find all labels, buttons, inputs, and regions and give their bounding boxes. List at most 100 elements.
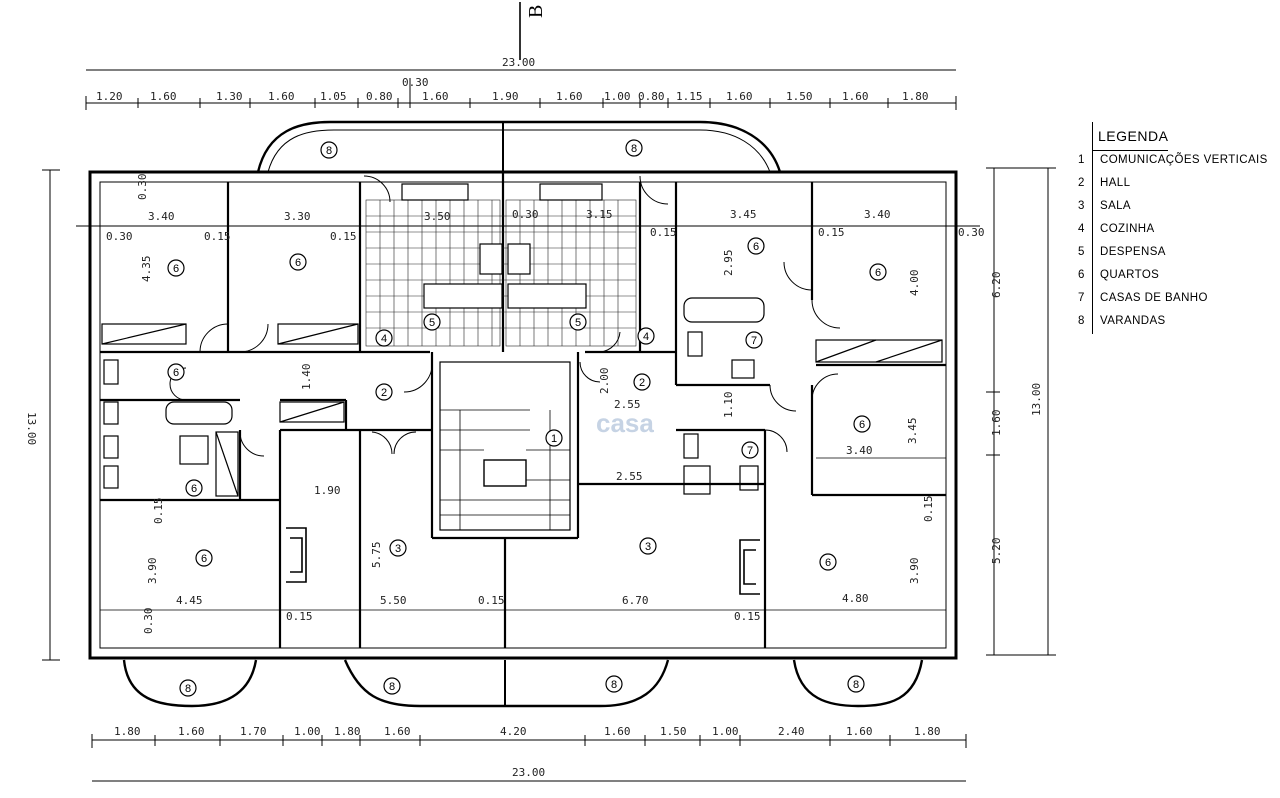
room-dim: 1.40 — [300, 364, 313, 391]
room-dim: 5.50 — [380, 594, 407, 607]
room-number-label: 8 — [185, 683, 191, 695]
outer-wall — [88, 170, 958, 660]
room-dim: 3.45 — [906, 418, 919, 445]
right-dim-3: 5.20 — [990, 538, 1003, 565]
left-total-dim: 13.00 — [25, 412, 38, 445]
room-number-label: 8 — [389, 681, 395, 693]
bottom-balcony-left — [122, 659, 258, 708]
room-dim: 0.15 — [152, 498, 165, 525]
room-number-circle — [423, 313, 441, 331]
interior-walls — [100, 172, 946, 648]
fireplaces — [286, 527, 760, 595]
room-number-label: 8 — [326, 145, 332, 157]
room-number-label: 6 — [825, 557, 831, 569]
section-marker: B — [525, 5, 547, 18]
bottom-ticks — [91, 734, 967, 748]
room-number-label: 6 — [173, 367, 179, 379]
bottom-chain-dim: 4.20 — [500, 725, 527, 738]
top-chain-dim: 1.60 — [268, 90, 295, 103]
room-dim: 0.30 — [142, 608, 155, 635]
room-dim: 0.15 — [922, 496, 935, 523]
top-chain-dim: 1.00 — [604, 90, 631, 103]
room-number-label: 1 — [551, 433, 557, 445]
room-dim: 3.40 — [864, 208, 891, 221]
room-number-label: 8 — [853, 679, 859, 691]
kitchen-counters — [401, 183, 603, 309]
room-number-circle — [167, 363, 185, 381]
room-number-circle — [185, 479, 203, 497]
room-number-circle — [853, 415, 871, 433]
room-dim: 4.35 — [140, 256, 153, 283]
room-dim: 0.30 — [106, 230, 133, 243]
room-number-label: 7 — [751, 335, 757, 347]
room-dim: 1.90 — [314, 484, 341, 497]
room-dim: 4.00 — [908, 270, 921, 297]
room-number-circle — [625, 139, 643, 157]
room-number-circle — [605, 675, 623, 693]
room-number-circle — [383, 677, 401, 695]
right-dim-2: 1.60 — [990, 410, 1003, 437]
room-dim: 1.10 — [722, 392, 735, 419]
wardrobes — [101, 323, 943, 497]
bottom-balcony-right — [792, 659, 924, 708]
top-chain-dim: 1.80 — [902, 90, 929, 103]
top-chain-dim: 1.20 — [96, 90, 123, 103]
bottom-chain-dim: 1.60 — [604, 725, 631, 738]
room-number-label: 3 — [395, 543, 401, 555]
room-number-label: 4 — [643, 331, 649, 343]
room-number-label: 7 — [747, 445, 753, 457]
room-number-circle — [639, 537, 657, 555]
room-number-label: 8 — [631, 143, 637, 155]
room-dim: 4.45 — [176, 594, 203, 607]
bottom-chain-dim: 2.40 — [778, 725, 805, 738]
room-dim: 2.00 — [598, 368, 611, 395]
room-number-label: 6 — [859, 419, 865, 431]
room-number-label: 5 — [429, 317, 435, 329]
top-chain-dim: 1.60 — [726, 90, 753, 103]
room-dim: 0.15 — [818, 226, 845, 239]
room-number-label: 6 — [753, 241, 759, 253]
bottom-total-dim: 23.00 — [512, 766, 545, 779]
room-number-label: 2 — [381, 387, 387, 399]
top-chain-dim: 1.15 — [676, 90, 703, 103]
bottom-chain-dim: 1.80 — [334, 725, 361, 738]
top-chain-dim: 1.50 — [786, 90, 813, 103]
bottom-chain-dim: 1.00 — [712, 725, 739, 738]
room-number-label: 3 — [645, 541, 651, 553]
room-number-circle — [389, 539, 407, 557]
room-number-circle — [375, 329, 393, 347]
top-total-dim: 23.00 — [502, 56, 535, 69]
room-number-label: 2 — [639, 377, 645, 389]
room-dim: 0.30 — [512, 208, 539, 221]
room-number-circle — [637, 327, 655, 345]
room-dim: 0.15 — [478, 594, 505, 607]
room-dim: 0.15 — [650, 226, 677, 239]
room-number-label: 6 — [173, 263, 179, 275]
room-number-label: 6 — [295, 257, 301, 269]
room-number-circle — [179, 679, 197, 697]
room-dim: 3.45 — [730, 208, 757, 221]
room-number-circle — [289, 253, 307, 271]
room-number-circle — [819, 553, 837, 571]
room-dim: 3.50 — [424, 210, 451, 223]
bottom-chain-dim: 1.50 — [660, 725, 687, 738]
room-number-circle — [320, 141, 338, 159]
room-number-circle — [545, 429, 563, 447]
top-chain-dim: 1.05 — [320, 90, 347, 103]
dimension-guides — [99, 457, 946, 611]
top-chain-dim: 1.30 — [216, 90, 243, 103]
room-dim: 3.90 — [146, 558, 159, 585]
legend-title-underline — [1092, 150, 1168, 151]
room-number-circle — [745, 331, 763, 349]
room-number-circle — [633, 373, 651, 391]
top-chain-dim: 1.60 — [842, 90, 869, 103]
room-number-label: 4 — [381, 333, 387, 345]
room-number-circle — [741, 441, 759, 459]
watermark: casa — [596, 408, 654, 438]
top-balcony — [256, 120, 782, 173]
